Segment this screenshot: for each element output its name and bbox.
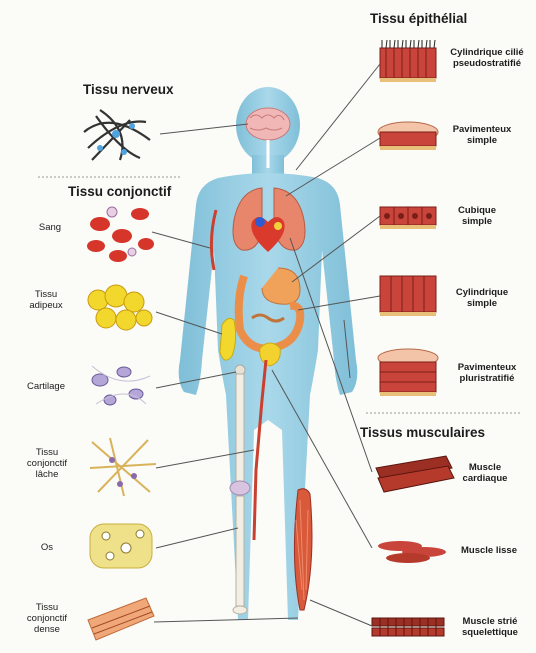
dense-connective-icon <box>88 598 154 640</box>
label-conn-1: Sang <box>20 222 80 233</box>
title-epithelial: Tissu épithélial <box>370 11 467 26</box>
fat-tissue-icon <box>220 318 236 360</box>
blood-cells-icon <box>87 207 154 262</box>
adipose-icon <box>88 285 152 330</box>
title-muscular: Tissus musculaires <box>360 425 485 440</box>
epithelium-squamous-icon <box>378 122 438 150</box>
leg-muscle-icon <box>294 489 312 610</box>
label-conn-3: Cartilage <box>16 381 76 392</box>
cardiac-muscle-icon <box>376 456 454 492</box>
brain-icon <box>246 108 290 140</box>
title-nervous: Tissu nerveux <box>83 82 174 97</box>
cartilage-icon <box>92 366 150 405</box>
smooth-muscle-icon <box>378 541 446 563</box>
label-conn-5: Os <box>20 542 74 553</box>
nerve-tissue-icon <box>84 110 150 160</box>
epithelium-ciliated-icon <box>380 40 436 82</box>
bone-tissue-icon <box>90 524 152 568</box>
title-connective: Tissu conjonctif <box>68 184 171 199</box>
epithelium-cuboidal-icon <box>380 207 436 229</box>
label-muscle-2: Muscle lisse <box>452 545 526 556</box>
skeletal-muscle-icon <box>372 618 444 636</box>
epithelium-stratified-icon <box>378 349 438 396</box>
epithelium-columnar-icon <box>380 276 436 316</box>
loose-connective-icon <box>90 438 156 496</box>
